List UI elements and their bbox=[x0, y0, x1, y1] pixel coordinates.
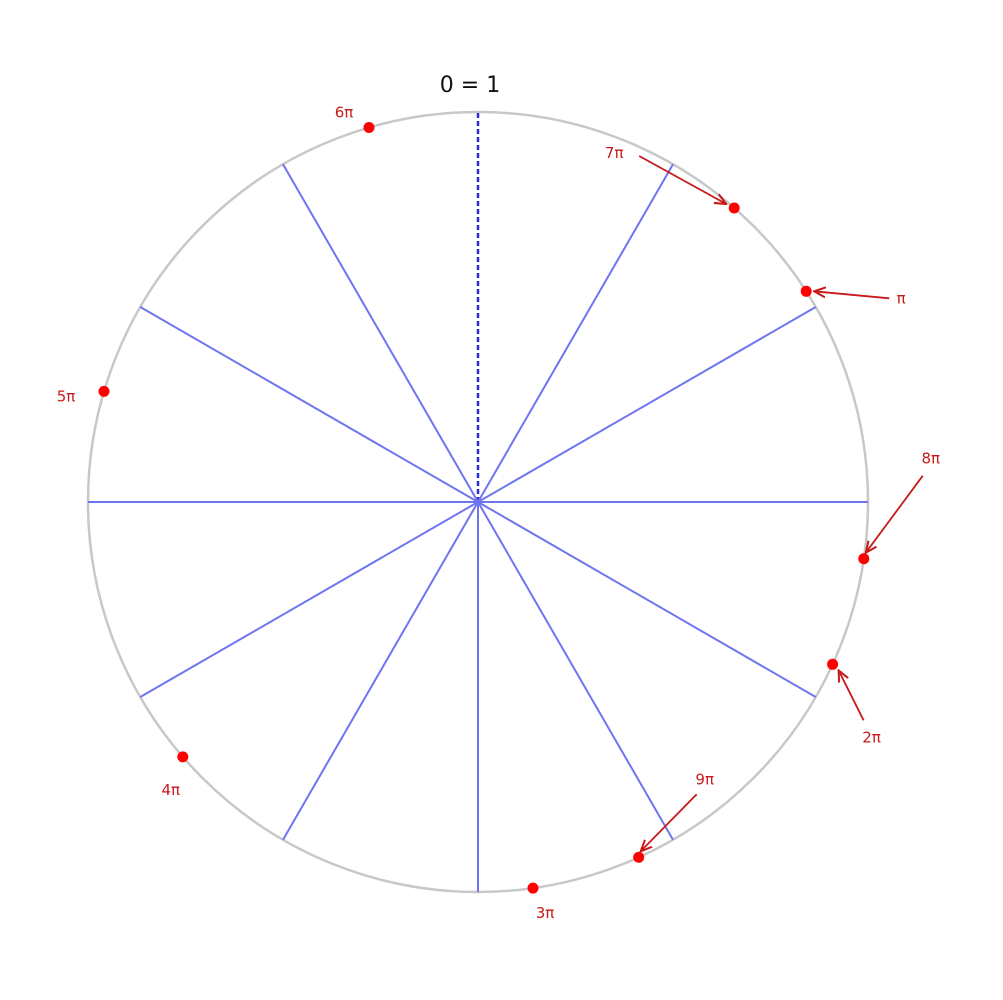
point-1pi bbox=[800, 285, 812, 297]
label-3pi: 3π bbox=[536, 904, 555, 922]
point-4pi bbox=[177, 751, 189, 763]
spoke bbox=[477, 306, 817, 503]
spoke bbox=[477, 501, 817, 698]
point-8pi bbox=[858, 553, 870, 565]
arrow-7pi bbox=[638, 155, 726, 204]
spoke bbox=[477, 501, 674, 841]
top-label: 0 = 1 bbox=[440, 73, 500, 98]
arrow-8pi bbox=[866, 475, 924, 553]
point-6pi bbox=[363, 122, 375, 133]
label-1pi: π bbox=[897, 289, 906, 307]
label-8pi: 8π bbox=[922, 450, 941, 468]
label-2pi: 2π bbox=[862, 728, 881, 746]
point-labels: π 2π 3π 4π 5π 6π 7π 8π 9π bbox=[57, 104, 940, 923]
point-5pi bbox=[98, 385, 110, 397]
arrows bbox=[638, 155, 924, 851]
spoke bbox=[282, 163, 479, 503]
spokes bbox=[88, 112, 868, 892]
label-4pi: 4π bbox=[162, 781, 181, 799]
spoke bbox=[139, 306, 479, 503]
label-6pi: 6π bbox=[335, 104, 354, 122]
point-7pi bbox=[728, 202, 740, 214]
spoke bbox=[477, 163, 674, 503]
arrow-2pi bbox=[839, 670, 865, 721]
point-9pi bbox=[633, 851, 645, 863]
label-5pi: 5π bbox=[57, 387, 76, 405]
arrow-1pi bbox=[814, 291, 890, 300]
spoke bbox=[139, 501, 479, 698]
label-7pi: 7π bbox=[605, 144, 624, 162]
points bbox=[98, 122, 870, 894]
arrow-9pi bbox=[641, 793, 698, 851]
point-2pi bbox=[827, 658, 839, 670]
spoke bbox=[282, 501, 479, 841]
point-3pi bbox=[527, 882, 539, 894]
label-9pi: 9π bbox=[695, 770, 714, 788]
